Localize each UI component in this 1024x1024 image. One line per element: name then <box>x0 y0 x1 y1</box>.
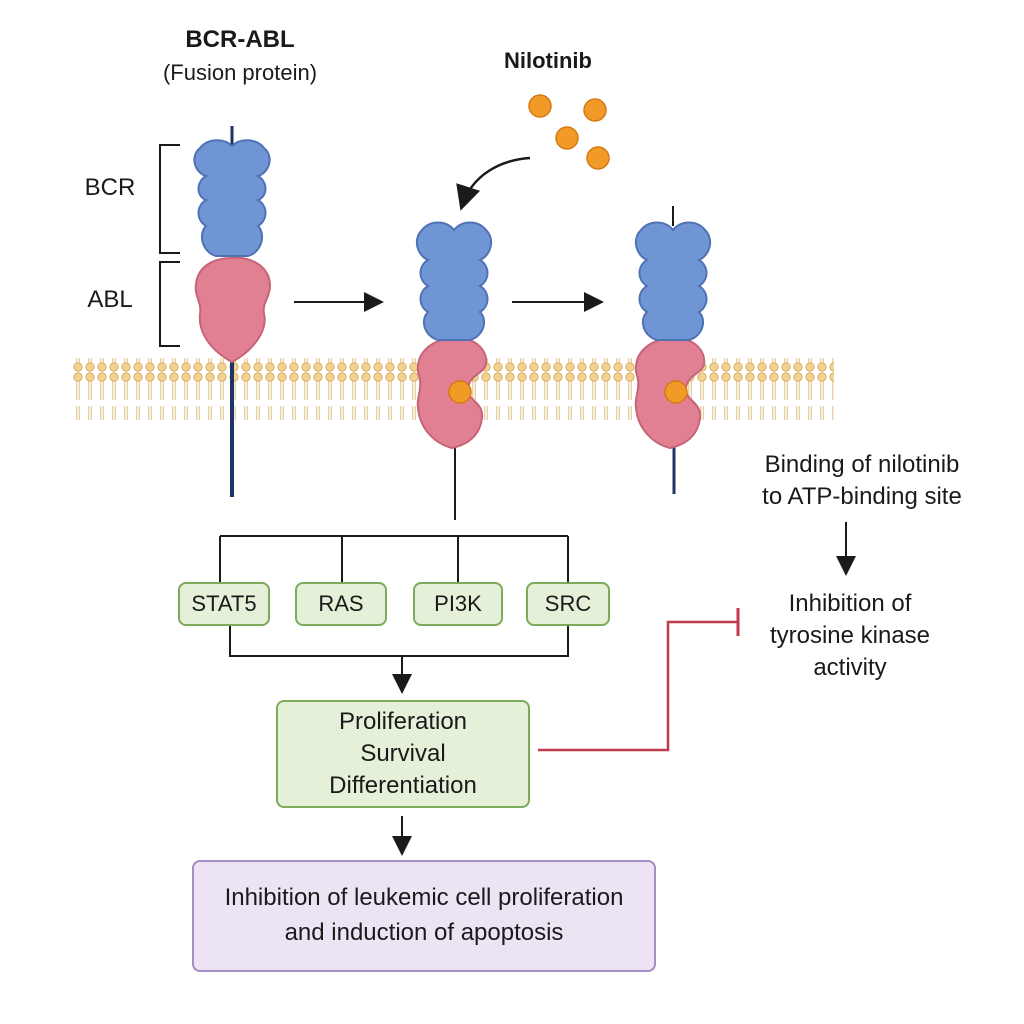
inhibition-line <box>538 620 738 752</box>
pathway-box-stat5: STAT5 <box>178 582 270 626</box>
bcr-domain-1 <box>193 139 271 257</box>
pathway-branch-lines <box>219 535 569 657</box>
protein-subtitle: (Fusion protein) <box>162 60 318 85</box>
final-outcome-box: Inhibition of leukemic cell proliferatio… <box>192 860 656 972</box>
abl-domain-label: ABL <box>87 286 133 313</box>
pathway-box-pi3k: PI3K <box>413 582 503 626</box>
final-outcome-line-1: Inhibition of leukemic cell proliferatio… <box>224 884 624 912</box>
drug-label: Nilotinib <box>504 48 592 73</box>
bcr-domain-2 <box>415 221 493 341</box>
drug-binding-arrow <box>456 156 531 211</box>
outcome-line-3: Differentiation <box>329 771 477 799</box>
pathway-box-src: SRC <box>526 582 610 626</box>
outcome-line-2: Survival <box>360 740 446 768</box>
inhibition-note-line-3: activity <box>813 654 887 682</box>
outcome-line-1: Proliferation <box>338 708 468 736</box>
final-outcome-line-2: and induction of apoptosis <box>284 919 564 946</box>
nilotinib-molecules <box>528 94 610 170</box>
bcr-domain-3 <box>634 221 712 341</box>
binding-note-line-2: to ATP-binding site <box>762 483 962 511</box>
bound-nilotinib-1 <box>448 380 472 404</box>
bound-nilotinib-2 <box>664 380 688 404</box>
abl-domain-1 <box>194 256 272 364</box>
pathway-box-ras: RAS <box>295 582 387 626</box>
bcr-abl-protein-2 <box>415 221 493 520</box>
domain-bracket <box>159 144 180 347</box>
bcr-abl-protein-3 <box>634 206 712 494</box>
inhibition-note: Inhibition of tyrosine kinase activity <box>740 588 960 684</box>
bcr-domain-label: BCR <box>84 174 136 201</box>
bcr-abl-protein-1 <box>193 126 272 497</box>
binding-note-line-1: Binding of nilotinib <box>764 451 960 478</box>
inhibition-note-line-2: tyrosine kinase <box>769 622 931 650</box>
cellular-outcome-box: Proliferation Survival Differentiation <box>276 700 530 808</box>
inhibition-note-line-1: Inhibition of <box>788 590 912 617</box>
binding-note: Binding of nilotinib to ATP-binding site <box>722 449 1002 513</box>
protein-title: BCR-ABL <box>185 26 295 53</box>
